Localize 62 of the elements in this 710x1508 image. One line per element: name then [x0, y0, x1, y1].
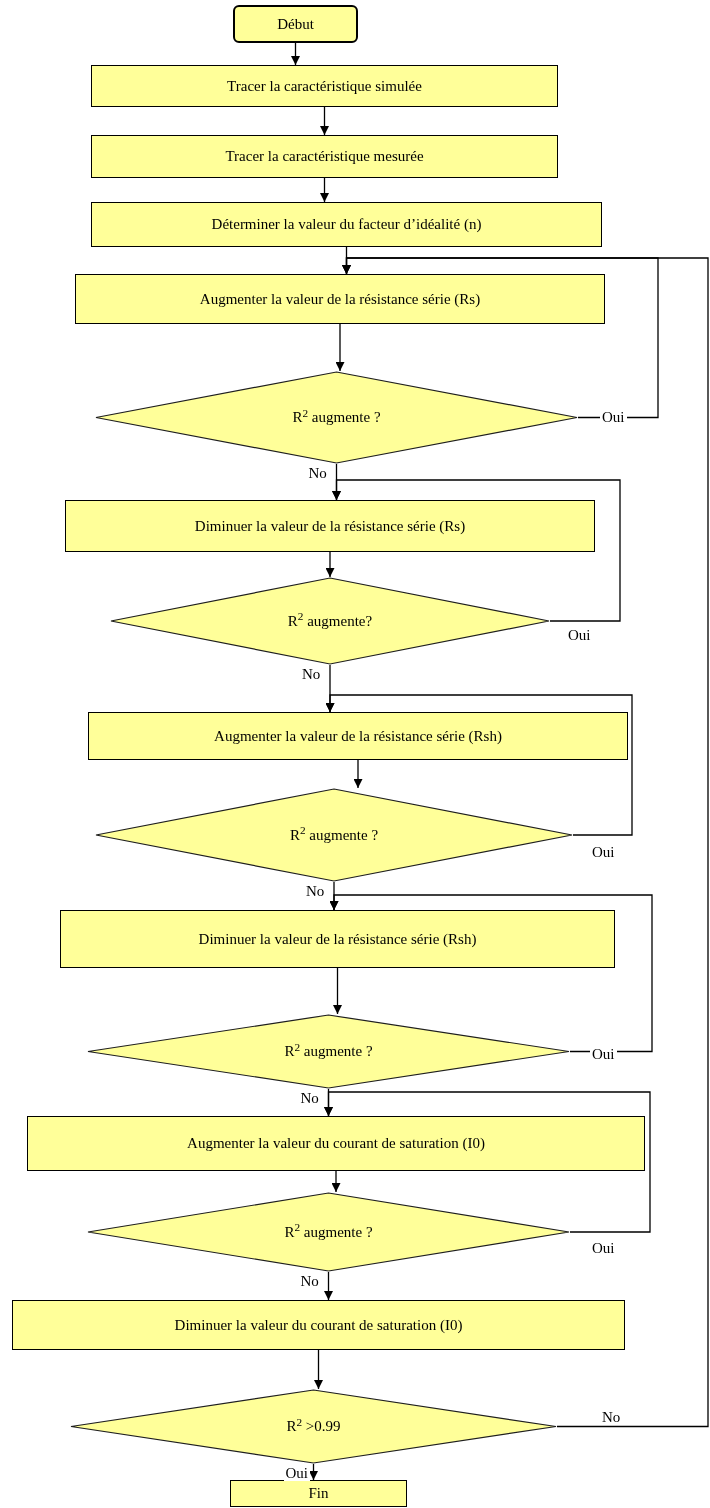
decision-diamond	[87, 1192, 570, 1272]
edge-label: No	[600, 1410, 623, 1425]
step-label: Tracer la caractéristique simulée	[226, 76, 423, 96]
edge-label: No	[306, 466, 329, 481]
arrow	[320, 177, 329, 203]
question-label: R$^{2}$ augmente ?	[283, 1222, 374, 1242]
edge-label: No	[300, 667, 323, 682]
arrow	[325, 694, 633, 836]
process-box	[230, 1480, 407, 1507]
process-box	[91, 135, 558, 178]
arrow	[324, 1271, 333, 1301]
edge-label: Oui	[283, 1466, 310, 1481]
step-label: Augmenter la valeur du courant de saturation (I0)	[186, 1134, 486, 1153]
arrow	[325, 551, 335, 578]
arrow	[320, 106, 329, 136]
edge-label: No	[304, 884, 327, 899]
process-box	[27, 1116, 645, 1171]
step-label: Déterminer la valeur du facteur d’idéalité (n)	[210, 215, 483, 234]
step-label: Augmenter la valeur de la résistance série (Rs)	[198, 289, 482, 309]
question-label: R$^{2}$ >0.99	[285, 1417, 342, 1436]
step-label: Diminuer la valeur de la résistance série (Rsh)	[197, 929, 478, 949]
edge-label: Oui	[600, 410, 627, 425]
arrow	[353, 759, 363, 789]
question-label: R$^{2}$ augmente ?	[288, 825, 380, 845]
process-box	[91, 65, 558, 107]
question-label: R$^{2}$ augmente ?	[283, 1042, 374, 1061]
decision-diamond	[110, 577, 550, 665]
decision-diamond	[95, 788, 573, 882]
edge-label: No	[298, 1274, 321, 1289]
question-label: R$^{2}$ augmente ?	[291, 408, 382, 427]
edge-label: No	[298, 1091, 321, 1106]
step-label: Augmenter la valeur de la résistance série (Rsh)	[213, 726, 503, 746]
process-box	[12, 1300, 625, 1350]
terminal-box	[233, 5, 358, 43]
process-box	[60, 910, 615, 968]
arrow	[342, 257, 709, 1428]
process-box	[65, 500, 595, 552]
edge-label: Oui	[590, 1047, 617, 1062]
edge-label: Oui	[566, 628, 593, 643]
arrow	[332, 479, 621, 622]
step-label: Début	[276, 14, 315, 34]
process-box	[88, 712, 628, 760]
step-label: Diminuer la valeur de la résistance série (Rs)	[193, 516, 467, 536]
edge-label: Oui	[590, 1241, 617, 1256]
arrow	[314, 1349, 323, 1390]
step-label: Tracer la caractéristique mesurée	[224, 147, 425, 166]
arrow	[309, 1463, 318, 1481]
arrow	[324, 1091, 651, 1233]
decision-diamond	[87, 1014, 570, 1089]
arrow	[291, 42, 300, 66]
step-label: Diminuer la valeur du courant de saturation (I0)	[173, 1315, 464, 1335]
process-box	[91, 202, 602, 247]
process-box	[75, 274, 605, 324]
step-label: Fin	[307, 1484, 330, 1503]
arrow	[333, 967, 342, 1015]
edge-label: Oui	[590, 845, 617, 860]
arrow	[335, 323, 345, 372]
arrow	[331, 1170, 341, 1193]
arrow	[329, 894, 653, 1053]
decision-diamond	[95, 371, 578, 464]
question-label: R$^{2}$ augmente?	[286, 611, 374, 631]
decision-diamond	[70, 1389, 557, 1464]
